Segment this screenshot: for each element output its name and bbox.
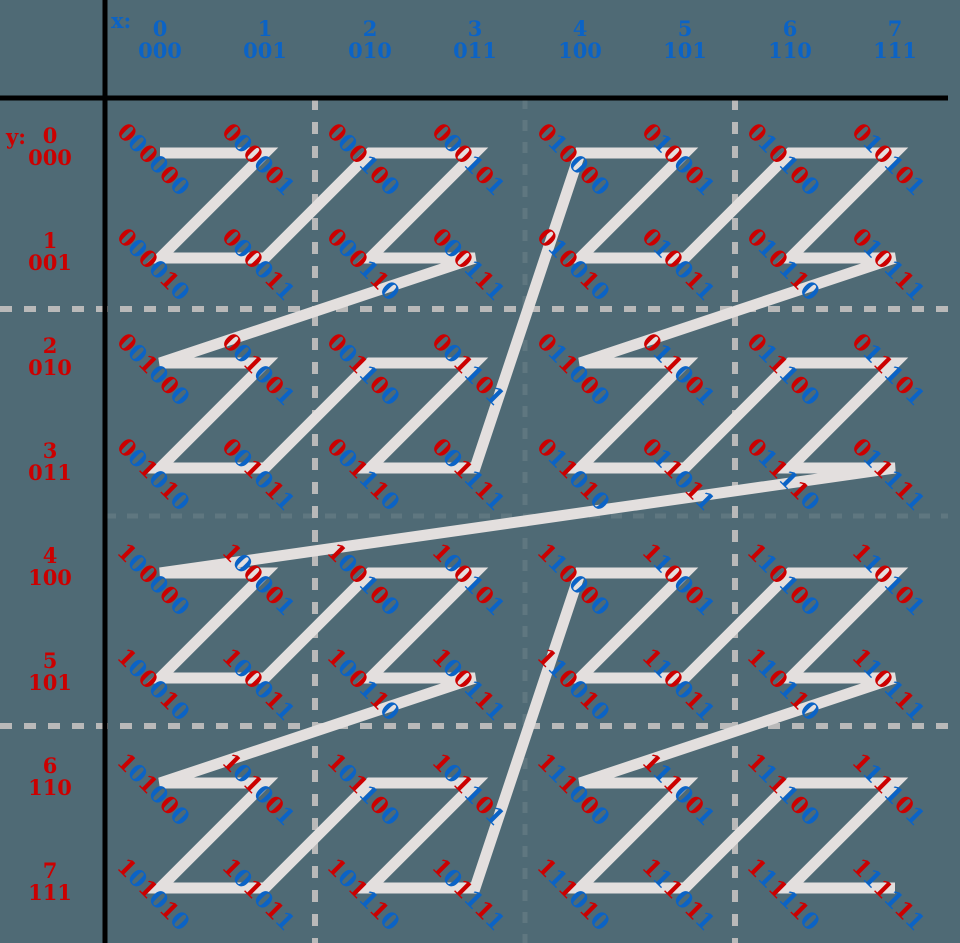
x-tick-binary: 010 bbox=[348, 38, 392, 64]
x-tick-decimal: 4 bbox=[572, 16, 588, 41]
x-tick-decimal: 6 bbox=[782, 16, 798, 41]
x-tick-binary: 101 bbox=[663, 38, 707, 64]
y-tick-binary: 111 bbox=[28, 880, 72, 906]
y-axis-prefix-label: y: bbox=[6, 124, 26, 149]
y-tick-binary: 110 bbox=[28, 775, 72, 801]
x-tick-decimal: 0 bbox=[152, 16, 168, 41]
x-tick-decimal: 1 bbox=[257, 16, 273, 41]
y-tick-decimal: 1 bbox=[42, 228, 58, 253]
x-tick-binary: 111 bbox=[873, 38, 917, 64]
y-tick-decimal: 2 bbox=[42, 333, 58, 358]
x-axis-prefix-label: x: bbox=[111, 8, 132, 33]
y-tick-decimal: 4 bbox=[42, 543, 58, 568]
y-tick-decimal: 3 bbox=[42, 438, 58, 463]
x-tick-decimal: 2 bbox=[362, 16, 378, 41]
y-tick-decimal: 0 bbox=[42, 123, 58, 148]
y-tick-binary: 010 bbox=[28, 355, 72, 381]
grid-lines-level2 bbox=[0, 98, 960, 943]
x-tick-binary: 011 bbox=[453, 38, 497, 64]
x-tick-binary: 001 bbox=[243, 38, 287, 64]
y-tick-binary: 001 bbox=[28, 250, 72, 276]
x-tick-binary: 110 bbox=[768, 38, 812, 64]
y-tick-binary: 011 bbox=[28, 460, 72, 486]
morton-polyline bbox=[146, 147, 909, 894]
morton-curve-path bbox=[146, 147, 909, 894]
x-tick-decimal: 5 bbox=[677, 16, 693, 41]
x-tick-binary: 100 bbox=[558, 38, 602, 64]
x-tick-binary: 000 bbox=[138, 38, 182, 64]
y-tick-binary: 101 bbox=[28, 670, 72, 696]
y-tick-decimal: 7 bbox=[42, 858, 58, 883]
y-tick-binary: 100 bbox=[28, 565, 72, 591]
y-tick-binary: 000 bbox=[28, 145, 72, 171]
y-tick-decimal: 5 bbox=[42, 648, 58, 673]
y-tick-decimal: 6 bbox=[42, 753, 58, 778]
x-tick-decimal: 7 bbox=[887, 16, 903, 41]
x-tick-decimal: 3 bbox=[467, 16, 483, 41]
